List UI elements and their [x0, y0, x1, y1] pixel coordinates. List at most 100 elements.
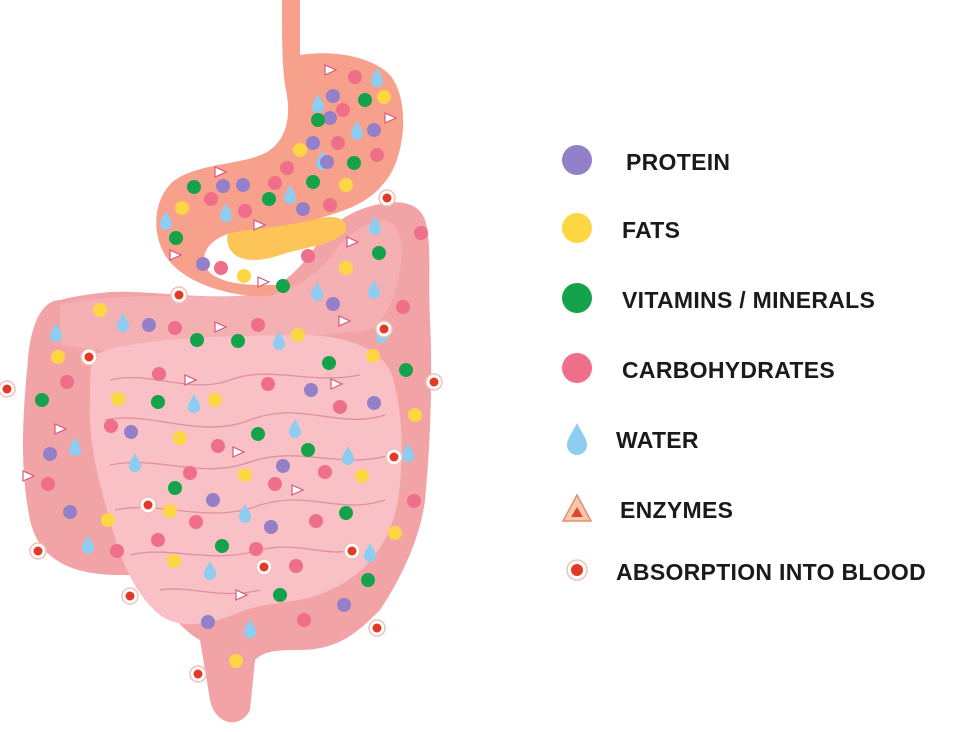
vitamin-dot [306, 175, 320, 189]
enzyme-marker [54, 423, 68, 435]
enzyme-marker [253, 219, 267, 231]
legend-label-water: WATER [616, 427, 699, 453]
fat-dot [229, 654, 243, 668]
blood-absorption-core [347, 546, 357, 556]
blood-absorption-core [84, 352, 94, 362]
vitamin-dot [35, 393, 49, 407]
blood-absorption-core [2, 384, 12, 394]
fat-dot [408, 408, 422, 422]
blood-absorption-core [389, 452, 399, 462]
fat-dot [377, 90, 391, 104]
vitamin-dot [169, 231, 183, 245]
water-drop [244, 619, 256, 638]
vitamin-dot [311, 113, 325, 127]
fat-dot [291, 328, 305, 342]
protein-dot [326, 297, 340, 311]
blood-absorption-core [33, 546, 43, 556]
fat-dot [51, 350, 65, 364]
legend-item-fats: FATS [560, 208, 956, 248]
protein-dot [206, 493, 220, 507]
vitamin-dot [361, 573, 375, 587]
carbohydrate-dot [301, 249, 315, 263]
protein-dot [201, 615, 215, 629]
water-drop [204, 561, 216, 580]
carbohydrate-dot [323, 198, 337, 212]
nutrient-particles [0, 64, 443, 683]
enzyme-marker [384, 112, 398, 124]
carbohydrate-dot [204, 192, 218, 206]
carbohydrates-circle-icon [562, 353, 592, 383]
carbohydrate-dot [268, 477, 282, 491]
carbohydrate-dot [407, 494, 421, 508]
carbohydrate-dot [268, 176, 282, 190]
enzyme-marker [232, 446, 246, 458]
vitamin-dot [168, 481, 182, 495]
carbohydrate-dot [414, 226, 428, 240]
legend-item-carbohydrates: CARBOHYDRATES [560, 348, 956, 388]
water-drop [160, 211, 172, 230]
enzyme-marker [291, 484, 305, 496]
carbohydrate-dot [297, 613, 311, 627]
protein-dot [296, 202, 310, 216]
water-drop [369, 216, 381, 235]
fat-dot [208, 393, 222, 407]
protein-dot [367, 396, 381, 410]
fat-dot [111, 392, 125, 406]
vitamins-circle-icon [562, 283, 592, 313]
protein-dot [63, 505, 77, 519]
carbohydrate-dot [251, 318, 265, 332]
legend-label-fats: FATS [622, 217, 681, 243]
vitamin-dot [339, 506, 353, 520]
enzyme-marker [214, 321, 228, 333]
carbohydrate-dot [261, 377, 275, 391]
water-drop [220, 203, 232, 222]
protein-dot [142, 318, 156, 332]
enzyme-marker [169, 249, 183, 261]
enzyme-marker [346, 236, 360, 248]
enzyme-marker [22, 470, 36, 482]
carbohydrate-dot [110, 544, 124, 558]
fat-dot [237, 269, 251, 283]
enzyme-marker [324, 64, 338, 76]
water-drop [312, 94, 324, 113]
fat-dot [293, 143, 307, 157]
enzyme-marker [257, 276, 271, 288]
blood-absorption-core [125, 591, 135, 601]
carbohydrate-dot [336, 103, 350, 117]
carbohydrate-dot [60, 375, 74, 389]
protein-dot [326, 89, 340, 103]
carbohydrate-dot [370, 148, 384, 162]
vitamin-dot [251, 427, 265, 441]
vitamin-dot [358, 93, 372, 107]
fat-dot [366, 349, 380, 363]
carbohydrate-dot [331, 136, 345, 150]
fat-dot [101, 513, 115, 527]
carbohydrate-dot [214, 261, 228, 275]
fat-dot [163, 504, 177, 518]
blood-dot-icon [566, 559, 588, 581]
vitamin-dot [322, 356, 336, 370]
water-drop [368, 280, 380, 299]
protein-dot [323, 111, 337, 125]
legend-item-water: WATER [560, 418, 956, 458]
water-drop [311, 282, 323, 301]
carbohydrate-dot [238, 204, 252, 218]
enzyme-marker [214, 166, 228, 178]
fat-dot [339, 178, 353, 192]
carbohydrate-dot [41, 477, 55, 491]
protein-dot [43, 447, 57, 461]
water-drop [342, 446, 354, 465]
vitamin-dot [231, 334, 245, 348]
water-drop [351, 121, 363, 140]
carbohydrate-dot [104, 419, 118, 433]
fats-circle-icon [562, 213, 592, 243]
carbohydrate-dot [249, 542, 263, 556]
water-drop [50, 323, 62, 342]
fat-dot [173, 431, 187, 445]
carbohydrate-dot [189, 515, 203, 529]
enzyme-marker [235, 589, 249, 601]
water-drop [289, 419, 301, 438]
vitamin-dot [215, 539, 229, 553]
water-drop [69, 437, 81, 456]
vitamin-dot [276, 279, 290, 293]
